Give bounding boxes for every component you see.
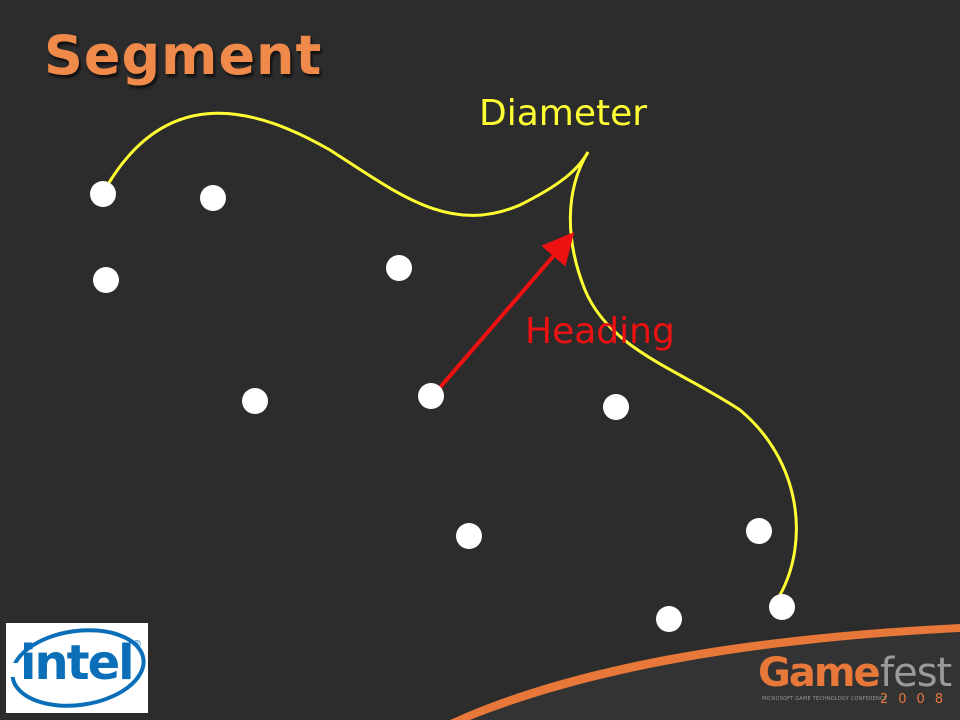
intel-swirl-icon <box>10 628 146 708</box>
heading-arrow <box>434 231 575 394</box>
segment-boundary-upper <box>105 111 590 217</box>
point <box>603 394 629 420</box>
gamefest-subtitle: MICROSOFT GAME TECHNOLOGY CONFERENCE <box>762 696 887 702</box>
swoosh-highlight <box>470 632 960 720</box>
point <box>746 518 772 544</box>
intel-registered-mark: ® <box>132 639 142 650</box>
intel-logo: intel ® <box>6 623 148 713</box>
point-group <box>90 181 795 632</box>
point <box>93 267 119 293</box>
swoosh-decoration <box>450 624 960 720</box>
gamefest-game-text: Game <box>758 650 881 696</box>
heading-label: Heading <box>525 311 675 352</box>
point <box>200 185 226 211</box>
segment-boundary-lower <box>568 151 798 596</box>
gamefest-fest-text: fest <box>880 650 952 696</box>
intel-logo-text: intel <box>20 635 135 691</box>
gamefest-year: 2008 <box>880 692 954 707</box>
point <box>456 523 482 549</box>
diameter-label: Diameter <box>479 93 648 134</box>
point <box>386 255 412 281</box>
point <box>242 388 268 414</box>
point <box>769 594 795 620</box>
gamefest-logo: Game fest MICROSOFT GAME TECHNOLOGY CONF… <box>758 650 958 720</box>
point <box>656 606 682 632</box>
slide-title: Segment <box>44 24 323 87</box>
point <box>90 181 116 207</box>
point <box>418 383 444 409</box>
